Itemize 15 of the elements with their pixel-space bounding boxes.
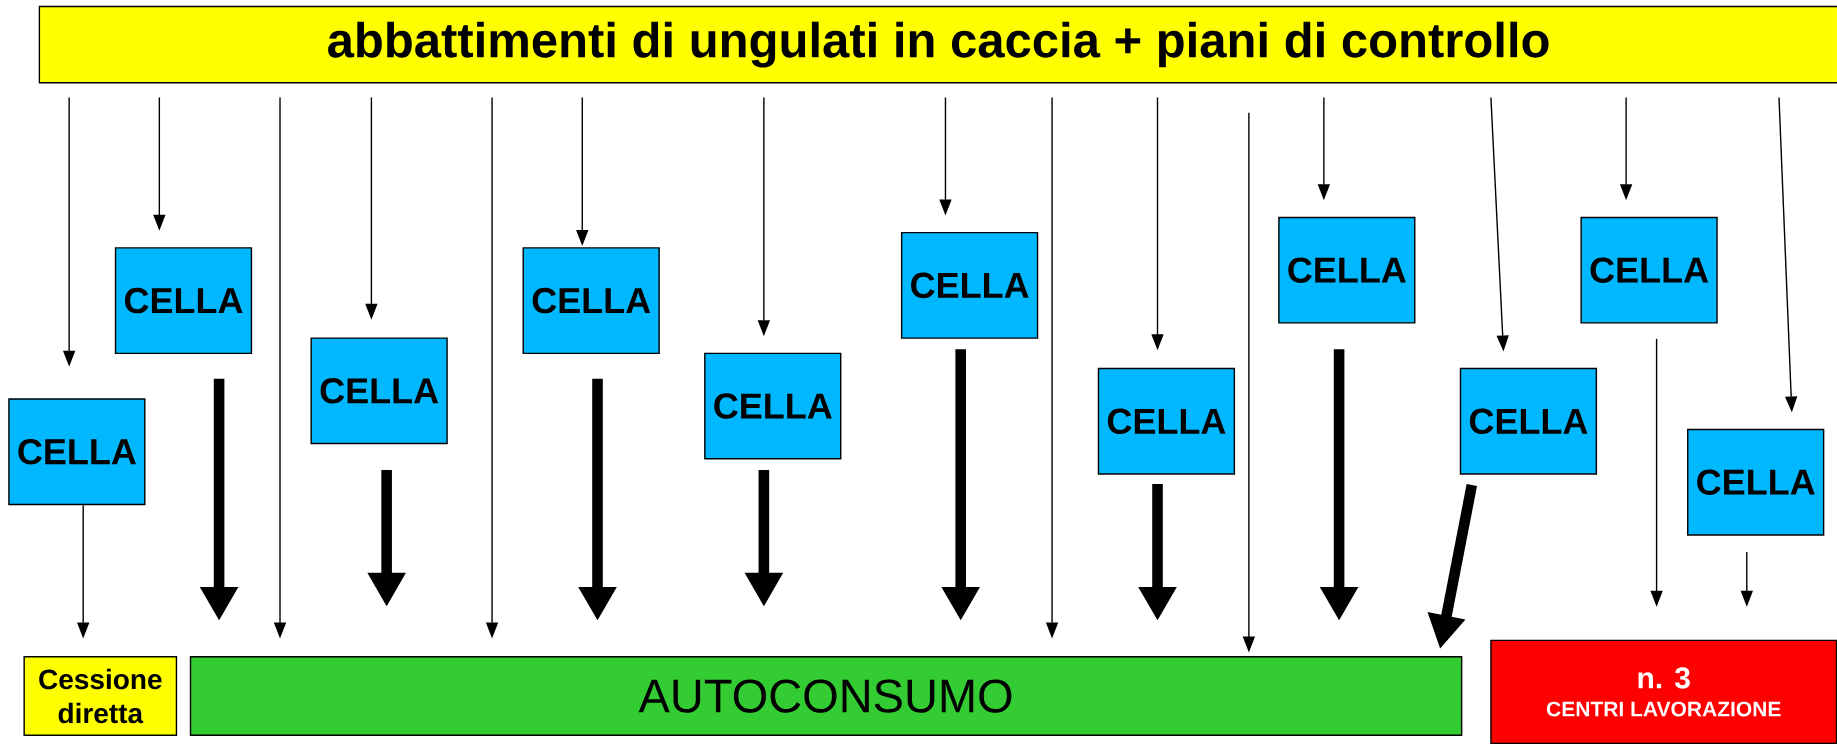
- title-banner: abbattimenti di ungulati in caccia + piani di controllo: [38, 5, 1837, 84]
- cell-box: CELLA: [704, 352, 842, 460]
- destination-box: n. 3 CENTRI LAVORAZIONE: [1490, 639, 1837, 744]
- destination-box: AUTOCONSUMO: [189, 656, 1463, 736]
- cell-box: CELLA: [1278, 216, 1416, 324]
- cell-box: CELLA: [8, 398, 146, 506]
- cell-box: CELLA: [900, 231, 1039, 339]
- cell-box: CELLA: [114, 247, 253, 355]
- cell-box: CELLA: [1459, 367, 1598, 475]
- cell-box: CELLA: [1580, 216, 1718, 324]
- cell-box: CELLA: [310, 337, 448, 445]
- cell-box: CELLA: [522, 247, 660, 355]
- destination-box: Cessione diretta: [23, 656, 178, 736]
- cell-box: CELLA: [1097, 367, 1236, 475]
- cell-box: CELLA: [1687, 428, 1825, 536]
